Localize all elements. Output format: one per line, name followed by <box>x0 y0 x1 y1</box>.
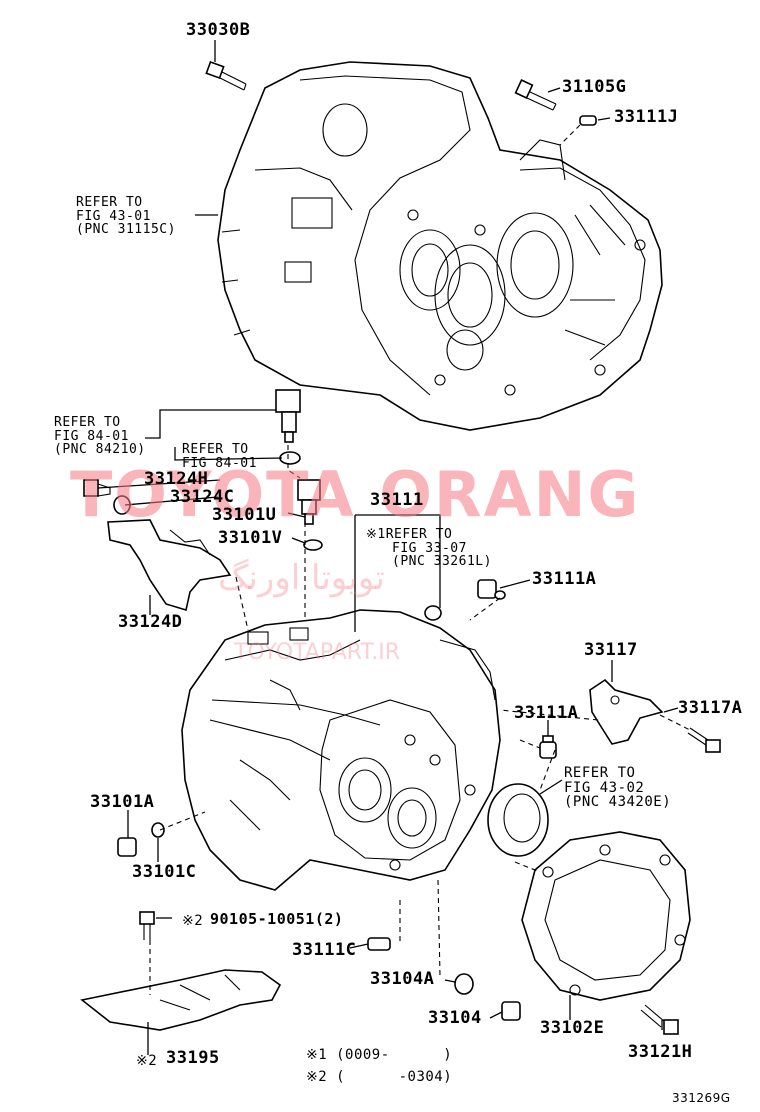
refer-8401-a-line2: FIG 84-01 <box>54 428 129 444</box>
label-33195: 33195 <box>166 1048 220 1068</box>
label-33104: 33104 <box>428 1008 482 1028</box>
bolt-33121H <box>640 1004 679 1035</box>
label-90105: 90105-10051(2) <box>210 910 344 928</box>
label-33121H: 33121H <box>628 1042 693 1062</box>
cover-33102E <box>521 831 691 1001</box>
label-33101V: 33101V <box>218 528 283 548</box>
label-33111C: 33111C <box>292 940 357 960</box>
leader-lines <box>97 40 691 1055</box>
footnote-2: ※2 ( -0304) <box>306 1069 453 1085</box>
refer-8401-b: REFER TO FIG 84-01 <box>182 443 257 470</box>
refer-8401-a-line1: REFER TO <box>54 415 121 430</box>
refer-8401-b-line2: FIG 84-01 <box>182 455 257 471</box>
refer-4302: REFER TO FIG 43-02 (PNC 43420E) <box>564 766 671 810</box>
label-33104A: 33104A <box>370 969 435 989</box>
label-33101A: 33101A <box>90 792 155 812</box>
refer-8401-b-line1: REFER TO <box>182 442 249 457</box>
label-31105G: 31105G <box>562 77 627 97</box>
bolt-33124H <box>83 479 111 497</box>
refer-4302-line3: (PNC 43420E) <box>564 794 672 811</box>
label-33111A-right: 33111A <box>514 703 579 723</box>
refer-8401-a-line3: (PNC 84210) <box>54 442 146 458</box>
watermark-brand: TOYOTA ORANG <box>70 458 641 531</box>
label-33117A: 33117A <box>678 698 743 718</box>
label-33111A-top: 33111A <box>532 569 597 589</box>
bolt-31105G <box>514 79 557 111</box>
label-33111J: 33111J <box>614 107 679 127</box>
label-33117: 33117 <box>584 640 638 660</box>
label-33101U: 33101U <box>212 505 277 525</box>
oil-seal-43420E <box>487 783 549 857</box>
bolt-33117A <box>687 727 721 753</box>
refer-4301: REFER TO FIG 43-01 (PNC 31115C) <box>76 196 176 237</box>
switch-84210 <box>275 389 301 465</box>
guard-33195 <box>80 969 282 1031</box>
switch-33101U <box>297 479 323 551</box>
plug-33111C <box>367 937 391 951</box>
mark-2-guard: ※2 <box>136 1053 158 1069</box>
label-33124H: 33124H <box>144 469 209 489</box>
label-33111: 33111 <box>370 490 424 510</box>
label-33124C: 33124C <box>170 487 235 507</box>
refer-4302-line1: REFER TO <box>564 765 636 781</box>
bracket-33124D <box>107 519 232 612</box>
watermark-persian: تویوتا اورنگ <box>218 558 385 598</box>
transmission-case-lower <box>181 609 501 891</box>
refer-4301-line3: (PNC 31115C) <box>76 222 176 238</box>
refer-3307-line1: ※1REFER TO <box>366 527 453 542</box>
mark-2-bolt: ※2 <box>182 913 204 929</box>
refer-4301-line2: FIG 43-01 <box>76 208 151 224</box>
label-33124D: 33124D <box>118 612 183 632</box>
figure-id: 331269G <box>672 1091 731 1105</box>
bolt-90105 <box>139 911 155 940</box>
cap-33261L <box>424 605 442 621</box>
plug-33101A <box>117 837 137 857</box>
label-33102E: 33102E <box>540 1018 605 1038</box>
refer-3307: ※1REFER TO FIG 33-07 (PNC 33261L) <box>366 528 492 569</box>
bracket-33117 <box>589 678 664 745</box>
plug-33111A-top <box>477 579 506 600</box>
refer-3307-line3: (PNC 33261L) <box>392 554 492 570</box>
label-33030B: 33030B <box>186 20 251 40</box>
plug-33104 <box>501 1001 521 1021</box>
pin-33111J <box>579 115 597 126</box>
footnote-1: ※1 (0009- ) <box>306 1047 453 1063</box>
refer-8401-a: REFER TO FIG 84-01 (PNC 84210) <box>54 416 146 457</box>
label-33101C: 33101C <box>132 862 197 882</box>
refer-4302-line2: FIG 43-02 <box>564 779 645 796</box>
watermark-site: TOYOTAPART.IR <box>234 640 401 665</box>
refer-3307-line2: FIG 33-07 <box>392 540 467 556</box>
refer-4301-line1: REFER TO <box>76 195 143 210</box>
transmission-case-upper <box>217 61 663 431</box>
washer-33101C <box>151 822 165 838</box>
gasket-33104A <box>454 973 474 995</box>
bolt-33030B <box>205 60 247 91</box>
